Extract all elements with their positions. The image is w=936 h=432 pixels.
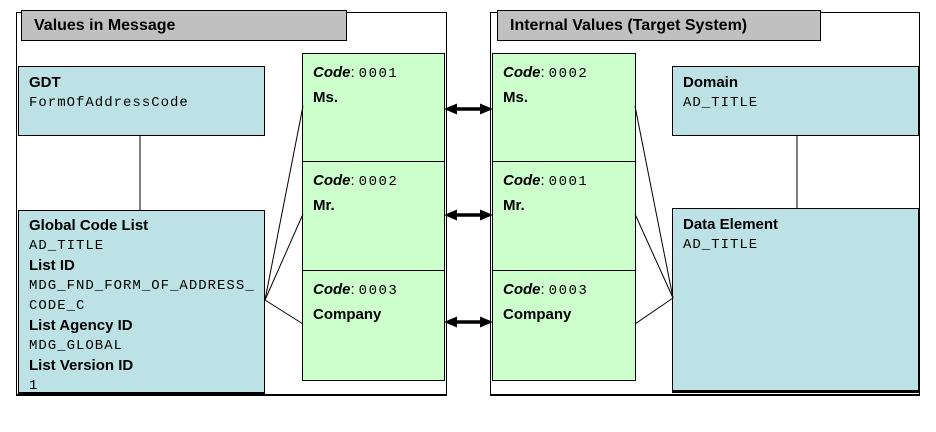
- internal-code-cell-1: Code:0002 Ms.: [493, 54, 635, 161]
- bidirectional-arrow-icon: [444, 316, 493, 328]
- list-version-id-label: List Version ID: [29, 357, 134, 374]
- code-colon: :: [350, 281, 355, 298]
- list-agency-id-value: MDG_GLOBAL: [29, 338, 124, 354]
- domain-box: Domain AD_TITLE: [672, 66, 919, 136]
- code-line: Code:0001: [313, 62, 438, 85]
- code-name: Mr.: [313, 197, 335, 214]
- internal-code-cell-3: Code:0003 Company: [493, 270, 635, 380]
- code-colon: :: [540, 64, 545, 81]
- gdt-value: FormOfAddressCode: [29, 95, 189, 111]
- data-element-box: Data Element AD_TITLE: [672, 208, 919, 393]
- data-element-title: Data Element: [683, 216, 779, 233]
- code-name: Mr.: [503, 197, 525, 214]
- code-label: Code: [503, 281, 541, 298]
- code-value: 0002: [548, 66, 589, 82]
- code-value: 0001: [358, 66, 399, 82]
- list-id-label: List ID: [29, 257, 75, 274]
- code-label: Code: [503, 172, 541, 189]
- code-label: Code: [313, 281, 351, 298]
- code-name: Ms.: [503, 89, 529, 106]
- values-in-message-header: Values in Message: [21, 10, 347, 41]
- data-element-value: AD_TITLE: [683, 237, 759, 253]
- code-value: 0003: [358, 283, 399, 299]
- code-colon: :: [350, 172, 355, 189]
- message-code-cell-2: Code:0002 Mr.: [303, 161, 444, 270]
- gdt-box: GDT FormOfAddressCode: [18, 66, 265, 136]
- code-line: Code:0002: [503, 62, 629, 85]
- domain-value: AD_TITLE: [683, 95, 759, 111]
- internal-code-column: Code:0002 Ms. Code:0001 Mr. Code:0003 Co…: [492, 53, 636, 381]
- bidirectional-arrow-icon: [444, 209, 493, 221]
- code-list-value: AD_TITLE: [29, 238, 105, 254]
- internal-values-header: Internal Values (Target System): [497, 10, 821, 41]
- message-code-cell-3: Code:0003 Company: [303, 270, 444, 380]
- code-name: Ms.: [313, 89, 339, 106]
- message-code-cell-1: Code:0001 Ms.: [303, 54, 444, 161]
- list-agency-id-label: List Agency ID: [29, 317, 133, 334]
- list-id-value-line1: MDG_FND_FORM_OF_ADDRESS_: [29, 278, 255, 294]
- global-code-list-box: Global Code List AD_TITLE List ID MDG_FN…: [18, 210, 265, 395]
- list-id-value-line2: CODE_C: [29, 298, 86, 314]
- list-version-id-value: 1: [29, 378, 39, 394]
- code-label: Code: [313, 64, 351, 81]
- code-value: 0002: [358, 174, 399, 190]
- message-code-column: Code:0001 Ms. Code:0002 Mr. Code:0003 Co…: [302, 53, 445, 381]
- code-label: Code: [503, 64, 541, 81]
- code-colon: :: [540, 281, 545, 298]
- code-name: Company: [503, 306, 572, 323]
- code-list-title: Global Code List: [29, 217, 149, 234]
- code-colon: :: [350, 64, 355, 81]
- internal-code-cell-2: Code:0001 Mr.: [493, 161, 635, 270]
- code-line: Code:0003: [503, 279, 629, 302]
- code-value: 0003: [548, 283, 589, 299]
- code-name: Company: [313, 306, 382, 323]
- code-line: Code:0002: [313, 170, 438, 193]
- gdt-title: GDT: [29, 74, 61, 91]
- domain-title: Domain: [683, 74, 739, 91]
- code-label: Code: [313, 172, 351, 189]
- code-line: Code:0003: [313, 279, 438, 302]
- bidirectional-arrow-icon: [444, 103, 493, 115]
- code-line: Code:0001: [503, 170, 629, 193]
- code-value: 0001: [548, 174, 589, 190]
- code-colon: :: [540, 172, 545, 189]
